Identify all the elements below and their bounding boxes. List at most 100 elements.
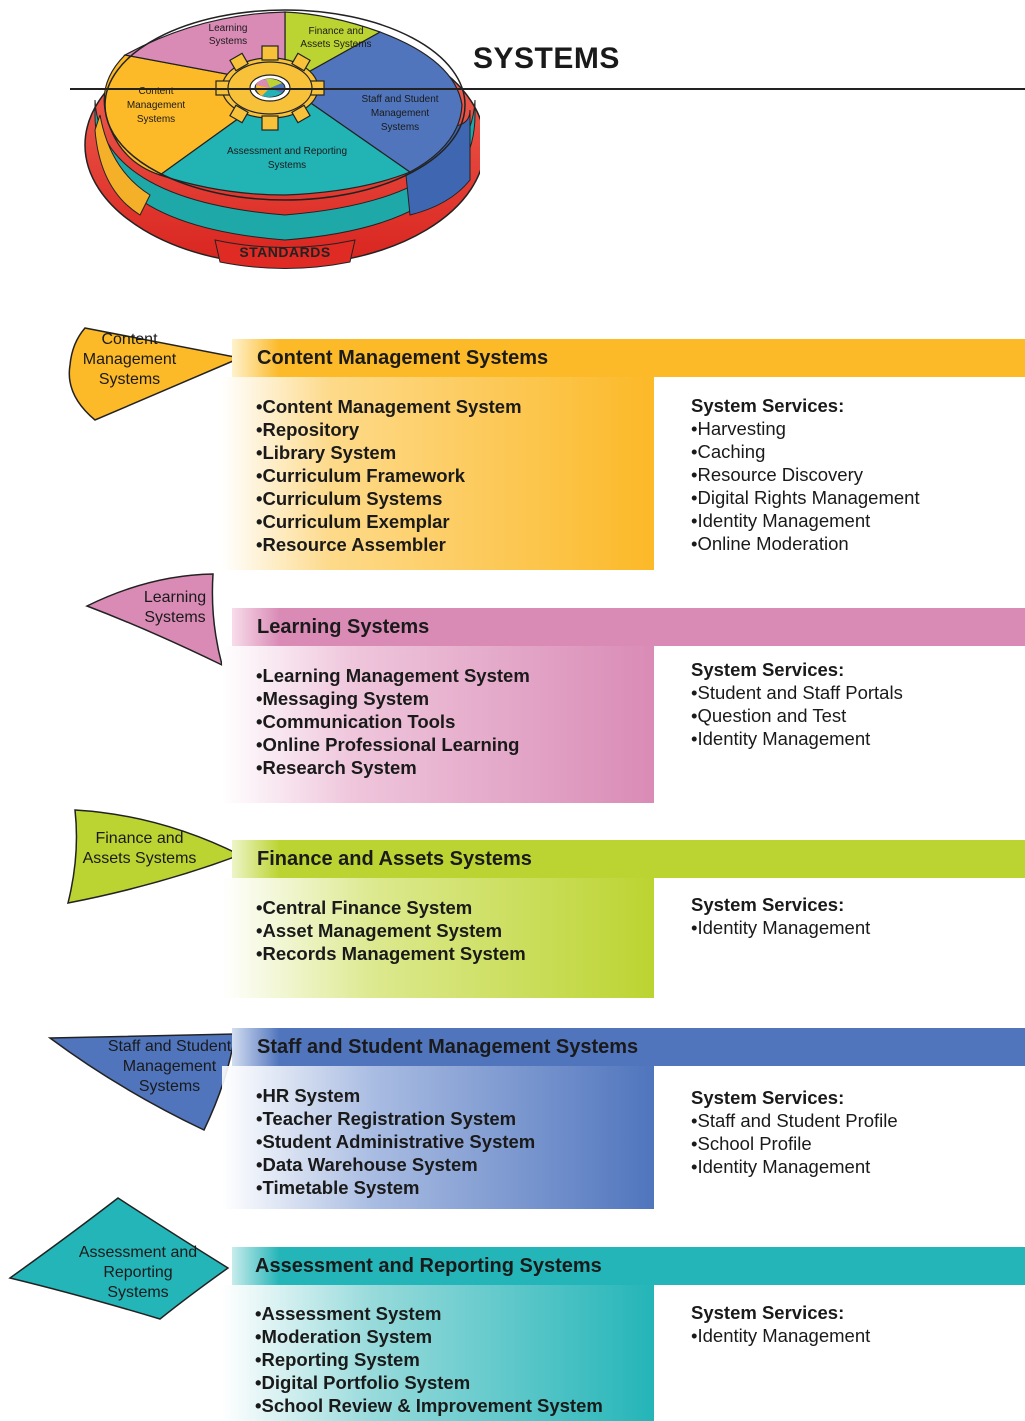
services-heading: System Services: <box>691 395 845 416</box>
section-staff-student: Staff and Student Management Systems Sta… <box>0 1020 1025 1215</box>
services-list: Staff and Student Profile School Profile… <box>691 1109 898 1178</box>
list-item: Caching <box>691 440 920 463</box>
wheel-label-staff: Staff and Student Management Systems <box>361 94 439 133</box>
systems-list: HR System Teacher Registration System St… <box>256 1084 535 1199</box>
list-item: Records Management System <box>256 942 525 965</box>
systems-list: Assessment System Moderation System Repo… <box>255 1302 603 1417</box>
systems-panel: Assessment System Moderation System Repo… <box>222 1285 654 1421</box>
list-item: Teacher Registration System <box>256 1107 535 1130</box>
list-item: School Review & Improvement System <box>255 1394 602 1417</box>
wheel-label-finance: Finance and Assets Systems <box>300 26 372 50</box>
list-item: Digital Portfolio System <box>255 1371 603 1394</box>
list-item: Asset Management System <box>256 919 526 942</box>
section-tag-label: Content Management Systems <box>82 331 177 388</box>
services-heading: System Services: <box>691 1087 845 1108</box>
list-item: Digital Rights Management <box>691 486 919 509</box>
wheel-segment-assessment <box>158 84 412 196</box>
section-tag-shape <box>68 327 240 421</box>
services-block: System Services: Harvesting Caching Reso… <box>691 394 920 555</box>
services-block: System Services: Student and Staff Porta… <box>691 658 903 750</box>
services-block: System Services: Identity Management <box>691 1301 870 1347</box>
list-item: Messaging System <box>256 687 530 710</box>
section-tag-label: Learning Systems <box>143 589 207 626</box>
wheel-label-learning: Learning Systems <box>208 23 248 47</box>
section-title: Staff and Student Management Systems <box>257 1036 639 1058</box>
list-item: Online Professional Learning <box>256 733 530 756</box>
section-tag-label: Staff and Student Management Systems <box>107 1038 232 1095</box>
list-item: Identity Management <box>691 1155 898 1178</box>
section-title-bar: Finance and Assets Systems <box>232 840 1025 878</box>
services-heading: System Services: <box>691 659 845 680</box>
list-item: Resource Discovery <box>691 463 920 486</box>
list-item: School Profile <box>691 1132 898 1155</box>
systems-panel: HR System Teacher Registration System St… <box>222 1066 654 1209</box>
list-item: Curriculum Systems <box>256 487 522 510</box>
list-item: Curriculum Framework <box>256 464 522 487</box>
section-title-bar: Content Management Systems <box>232 339 1025 377</box>
list-item: Identity Management <box>691 727 903 750</box>
list-item: Reporting System <box>255 1348 603 1371</box>
section-tag-shape <box>47 1033 236 1131</box>
list-item: Learning Management System <box>256 664 529 687</box>
section-title-bar: Assessment and Reporting Systems <box>232 1247 1025 1285</box>
list-item: Communication Tools <box>256 710 530 733</box>
list-item: Research System <box>256 756 530 779</box>
list-item: Timetable System <box>256 1176 535 1199</box>
wheel-label-content: Content Management Systems <box>126 86 186 125</box>
section-tag-shape <box>85 573 224 667</box>
list-item: Central Finance System <box>256 896 526 919</box>
list-item: Student and Staff Portals <box>691 681 902 704</box>
section-title: Content Management Systems <box>257 347 549 369</box>
list-item: Identity Management <box>691 509 920 532</box>
systems-panel: Central Finance System Asset Management … <box>222 878 654 998</box>
services-list: Identity Management <box>691 916 870 939</box>
list-item: Staff and Student Profile <box>691 1109 897 1132</box>
section-tag-label: Finance and Assets Systems <box>82 830 197 867</box>
systems-list: Learning Management System Messaging Sys… <box>256 664 530 779</box>
list-item: Repository <box>256 418 522 441</box>
services-block: System Services: Staff and Student Profi… <box>691 1086 898 1178</box>
wheel-segment-staff <box>283 31 463 173</box>
wheel-label-assessment: Assessment and Reporting Systems <box>226 146 348 171</box>
services-list: Identity Management <box>691 1324 870 1347</box>
list-item: Harvesting <box>691 417 920 440</box>
wheel-segment-finance <box>284 11 382 87</box>
systems-wheel-diagram <box>84 9 480 269</box>
services-list: Harvesting Caching Resource Discovery Di… <box>691 417 920 555</box>
list-item: Content Management System <box>256 395 521 418</box>
standards-label: STANDARDS <box>239 244 331 260</box>
list-item: Identity Management <box>691 916 870 939</box>
systems-panel: Content Management System Repository Lib… <box>222 377 654 570</box>
systems-list: Content Management System Repository Lib… <box>256 395 522 556</box>
list-item: Identity Management <box>691 1324 870 1347</box>
section-title: Assessment and Reporting Systems <box>255 1255 602 1277</box>
systems-panel: Learning Management System Messaging Sys… <box>222 646 654 803</box>
list-item: Moderation System <box>255 1325 603 1348</box>
heading-rule <box>70 88 1025 90</box>
list-item: Resource Assembler <box>256 533 522 556</box>
list-item: Curriculum Exemplar <box>256 510 522 533</box>
services-list: Student and Staff Portals Question and T… <box>691 681 903 750</box>
list-item: Online Moderation <box>691 532 920 555</box>
list-item: Question and Test <box>691 704 903 727</box>
section-tag-shape <box>8 1197 230 1320</box>
services-heading: System Services: <box>691 1302 845 1323</box>
services-heading: System Services: <box>691 894 845 915</box>
list-item: Data Warehouse System <box>256 1153 535 1176</box>
section-title: Learning Systems <box>257 616 430 638</box>
list-item: Library System <box>256 441 522 464</box>
section-finance-assets: Finance and Assets Systems Finance and A… <box>0 805 1025 1005</box>
systems-hero: Learning Systems Finance and Assets Syst… <box>0 0 1025 280</box>
section-content-management: Content Management Systems Content Manag… <box>0 310 1025 575</box>
systems-list: Central Finance System Asset Management … <box>256 896 526 965</box>
section-title: Finance and Assets Systems <box>257 848 532 870</box>
section-learning: Learning Systems Learning Systems Learni… <box>0 570 1025 810</box>
section-title-bar: Staff and Student Management Systems <box>232 1028 1025 1066</box>
section-tag-label: Assessment and Reporting Systems <box>78 1244 198 1301</box>
services-block: System Services: Identity Management <box>691 893 870 939</box>
list-item: HR System <box>256 1084 535 1107</box>
section-title-bar: Learning Systems <box>232 608 1025 646</box>
section-assessment-reporting: Assessment and Reporting Systems Assessm… <box>0 1195 1025 1421</box>
list-item: Assessment System <box>255 1302 603 1325</box>
list-item: Student Administrative System <box>256 1130 535 1153</box>
